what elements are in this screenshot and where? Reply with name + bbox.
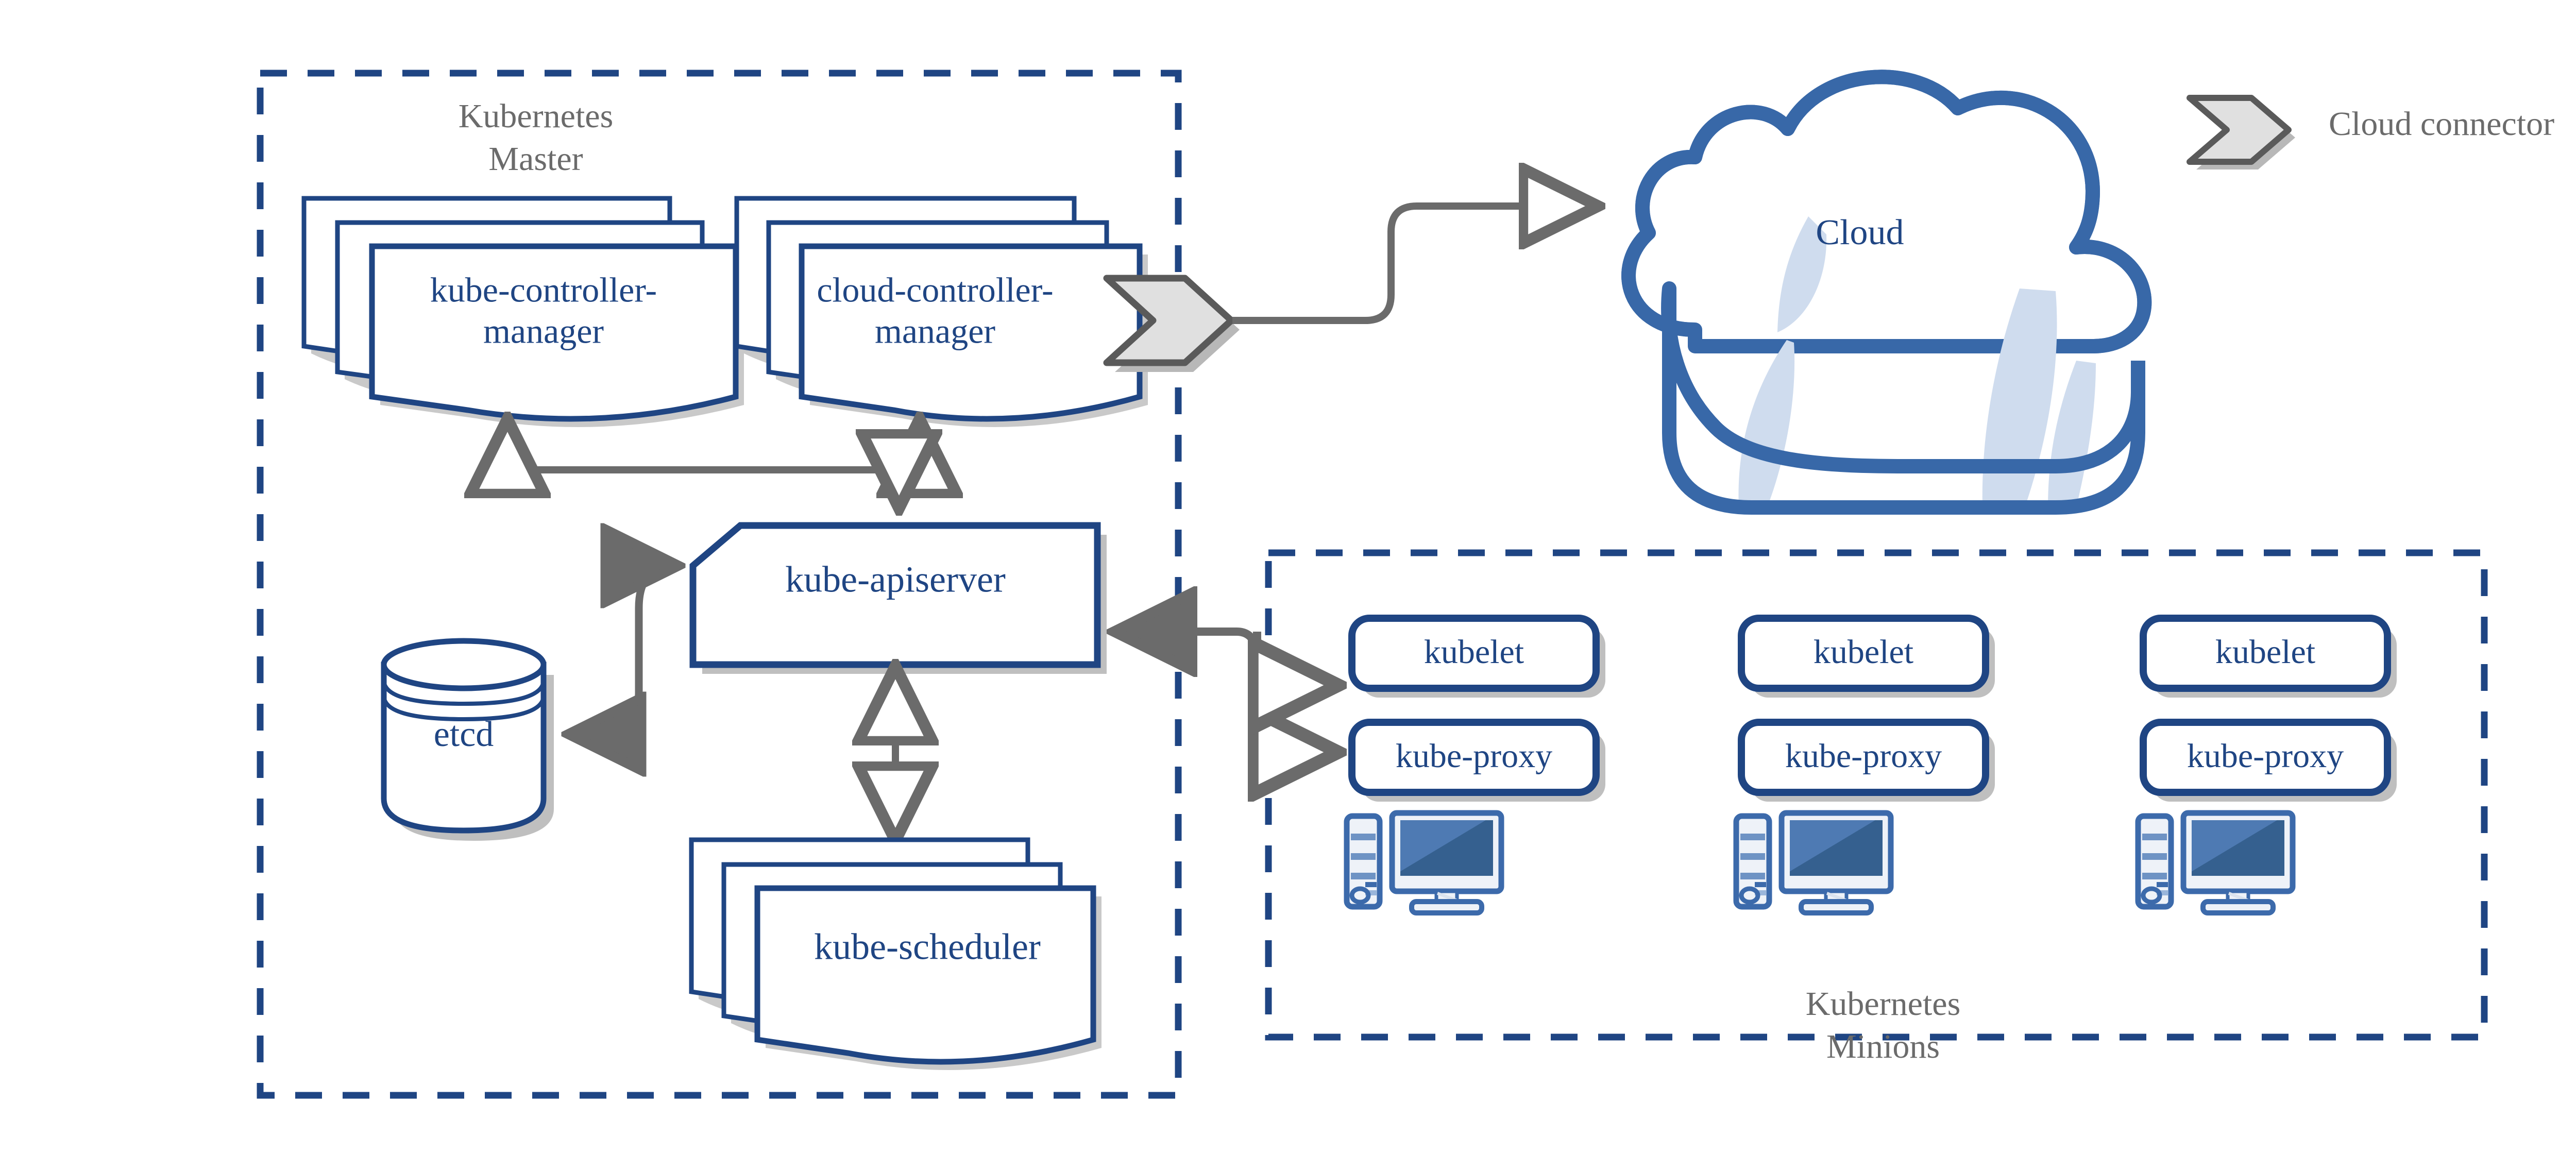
legend-connector-label: Cloud connector xyxy=(2329,105,2554,143)
minion-3-computer-icon xyxy=(2138,813,2293,913)
cloud-label: Cloud xyxy=(1816,213,1904,252)
minion-3-kube-proxy-label: kube-proxy xyxy=(2187,737,2344,775)
kube-scheduler-label: kube-scheduler xyxy=(814,926,1041,968)
connection-apiserver-to-minions xyxy=(1118,632,1334,752)
legend-cloud-connector: Cloud connector xyxy=(2187,95,2554,169)
minions-group-label-line2: Minions xyxy=(1826,1028,1940,1065)
kubernetes-master-group: Kubernetes Master xyxy=(257,70,1182,1099)
connection-apiserver-to-etcd xyxy=(572,566,675,734)
node-kube-controller-manager[interactable]: kube-controller- manager xyxy=(301,196,744,427)
etcd-top-ellipse xyxy=(381,638,547,691)
cloud-shade-3 xyxy=(1982,289,2057,507)
cloud-shade-4 xyxy=(2048,361,2096,507)
minion-2-kube-proxy-label: kube-proxy xyxy=(1785,737,1942,775)
connection-managers-to-apiserver xyxy=(507,422,920,505)
minion-2-kubelet[interactable]: kubelet xyxy=(1738,615,1995,698)
minion-3-kubelet[interactable]: kubelet xyxy=(2140,615,2397,698)
master-group-label-line1: Kubernetes xyxy=(459,97,614,135)
kube-apiserver-label: kube-apiserver xyxy=(785,559,1006,600)
minion-1-kubelet-label: kubelet xyxy=(1424,633,1524,671)
minion-2-kubelet-label: kubelet xyxy=(1814,633,1913,671)
minion-3-kubelet-label: kubelet xyxy=(2215,633,2315,671)
kubernetes-minions-group: Kubernetes Minions xyxy=(1265,549,2488,1065)
master-group-label-line2: Master xyxy=(488,140,583,178)
kube-controller-manager-label-line1: kube-controller- xyxy=(430,270,657,310)
kube-controller-manager-label-line2: manager xyxy=(483,312,604,351)
minion-1-kube-proxy[interactable]: kube-proxy xyxy=(1348,719,1605,802)
cloud-connector-icon-ccm xyxy=(1103,275,1240,372)
minion-node-2: kubelet kube-proxy xyxy=(1736,615,1995,913)
minion-1-kubelet[interactable]: kubelet xyxy=(1348,615,1605,698)
node-etcd[interactable]: etcd xyxy=(381,638,554,841)
cloud-shade-2 xyxy=(1738,340,1795,507)
node-cloud-controller-manager[interactable]: cloud-controller- manager xyxy=(734,196,1148,427)
minion-3-kube-proxy[interactable]: kube-proxy xyxy=(2140,719,2397,802)
cloud-connector-icon-legend xyxy=(2187,95,2292,165)
etcd-label: etcd xyxy=(434,715,494,754)
minion-node-3: kubelet kube-proxy xyxy=(2138,615,2397,913)
minion-1-kube-proxy-label: kube-proxy xyxy=(1396,737,1552,775)
node-cloud[interactable]: Cloud xyxy=(1621,70,2152,515)
minion-1-computer-icon xyxy=(1347,813,1501,913)
node-kube-apiserver[interactable]: kube-apiserver xyxy=(689,522,1107,674)
connection-ccm-to-cloud xyxy=(1232,206,1595,324)
minions-group-label-line1: Kubernetes xyxy=(1806,985,1961,1023)
cloud-shade-1 xyxy=(1777,216,1827,332)
minion-2-kube-proxy[interactable]: kube-proxy xyxy=(1738,719,1995,802)
master-dashed-border xyxy=(257,70,1182,1099)
minion-node-1: kubelet kube-proxy xyxy=(1347,615,1605,913)
cloud-controller-manager-label-line2: manager xyxy=(875,312,995,351)
minion-2-computer-icon xyxy=(1736,813,1891,913)
cloud-controller-manager-label-line1: cloud-controller- xyxy=(817,270,1053,310)
node-kube-scheduler[interactable]: kube-scheduler xyxy=(689,837,1101,1070)
